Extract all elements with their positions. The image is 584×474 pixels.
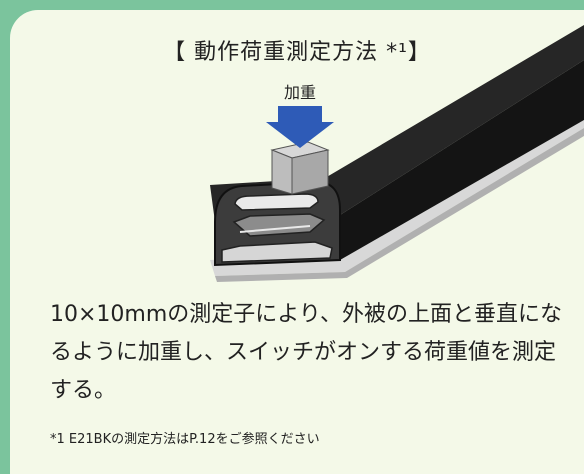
probe-side <box>291 149 329 195</box>
info-panel: 【 動作荷重測定方法 *¹】 加重 10×10mmの測定子により、外被の上面と垂… <box>10 10 584 474</box>
contact-lower <box>221 241 333 263</box>
probe-front <box>271 149 293 195</box>
footnote: *1 E21BKの測定方法はP.12をご参照ください <box>50 432 320 447</box>
contact-hatch <box>239 225 311 233</box>
contact-upper <box>234 193 319 211</box>
cable-side <box>340 60 584 260</box>
load-arrow <box>266 106 334 148</box>
panel-title: 【 動作荷重測定方法 *¹】 <box>163 40 431 65</box>
description-text: 10×10mmの測定子により、外被の上面と垂直になるように加重し、スイッチがオン… <box>50 302 562 403</box>
load-measurement-diagram: 加重 <box>210 25 584 282</box>
load-label: 加重 <box>284 83 316 102</box>
